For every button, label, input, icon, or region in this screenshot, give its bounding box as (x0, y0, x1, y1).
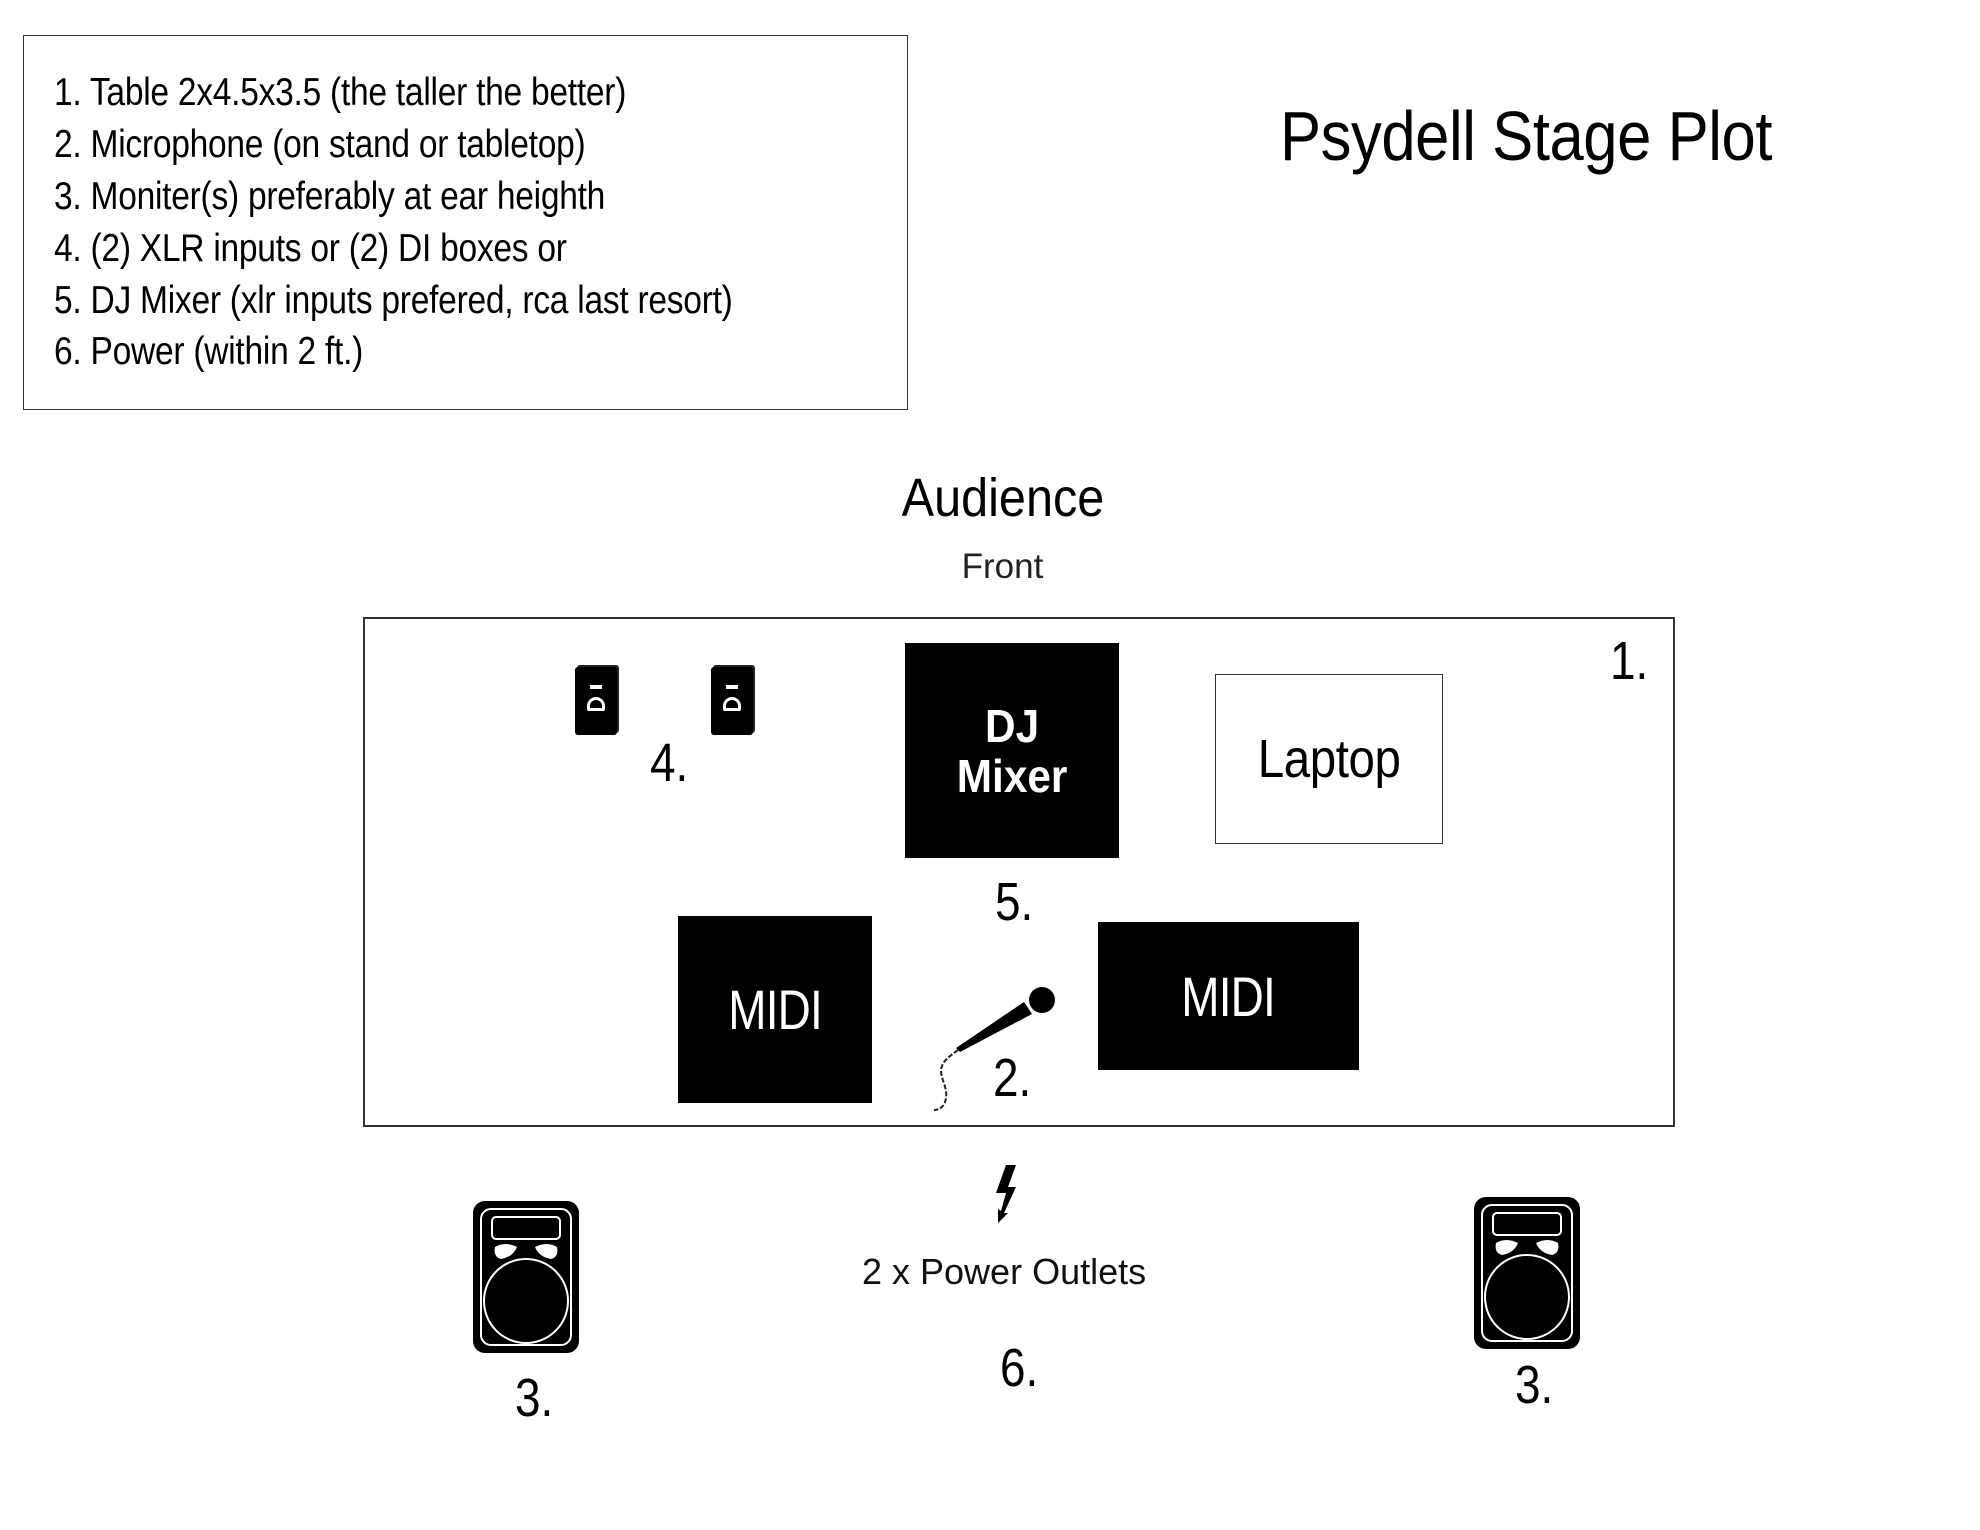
legend-item-inputs: 4. (2) XLR inputs or (2) DI boxes or (54, 227, 567, 270)
monitor-left-number: 3. (515, 1368, 554, 1428)
legend-box: 1. Table 2x4.5x3.5 (the taller the bette… (23, 35, 908, 410)
audience-label: Audience (901, 468, 1105, 528)
front-label: Front (961, 547, 1044, 586)
dj-mixer-number: 5. (995, 872, 1034, 932)
midi-controller-right: MIDI (1098, 922, 1359, 1070)
dj-mixer: DJ Mixer (905, 643, 1119, 858)
midi-controller-left: MIDI (678, 916, 872, 1103)
di-box-icon (575, 667, 617, 735)
microphone-icon (933, 987, 1055, 1111)
legend-item-power: 6. Power (within 2 ft.) (54, 330, 364, 373)
di-box-glyph (723, 697, 741, 711)
midi-right-label: MIDI (1181, 964, 1276, 1028)
lightning-bolt-icon (996, 1165, 1016, 1223)
legend-item-dj-mixer: 5. DJ Mixer (xlr inputs prefered, rca la… (54, 279, 733, 322)
stage-table (363, 617, 1675, 1127)
monitor-speaker-icon (473, 1201, 579, 1353)
power-number: 6. (1000, 1338, 1039, 1398)
legend-item-monitors: 3. Moniter(s) preferably at ear heighth (54, 175, 606, 218)
dj-mixer-label-line2: Mixer (956, 749, 1068, 802)
di-box-bar (726, 685, 738, 689)
midi-left-label: MIDI (728, 978, 822, 1041)
laptop-label: Laptop (1257, 729, 1401, 789)
microphone-number: 2. (993, 1048, 1032, 1108)
dj-mixer-label-line1: DJ (984, 699, 1040, 752)
monitor-speaker-icon (1474, 1197, 1580, 1349)
di-box-glyph (587, 697, 605, 711)
di-box-icon (711, 667, 753, 735)
page-title: Psydell Stage Plot (1280, 97, 1773, 175)
di-box-bar (590, 685, 602, 689)
table-number: 1. (1610, 631, 1649, 691)
di-boxes-number: 4. (650, 733, 689, 793)
legend-item-table: 1. Table 2x4.5x3.5 (the taller the bette… (54, 71, 627, 114)
laptop: Laptop (1215, 674, 1443, 844)
monitor-right-number: 3. (1515, 1355, 1554, 1415)
legend-item-microphone: 2. Microphone (on stand or tabletop) (54, 123, 586, 166)
power-outlets-label: 2 x Power Outlets (862, 1251, 1147, 1292)
